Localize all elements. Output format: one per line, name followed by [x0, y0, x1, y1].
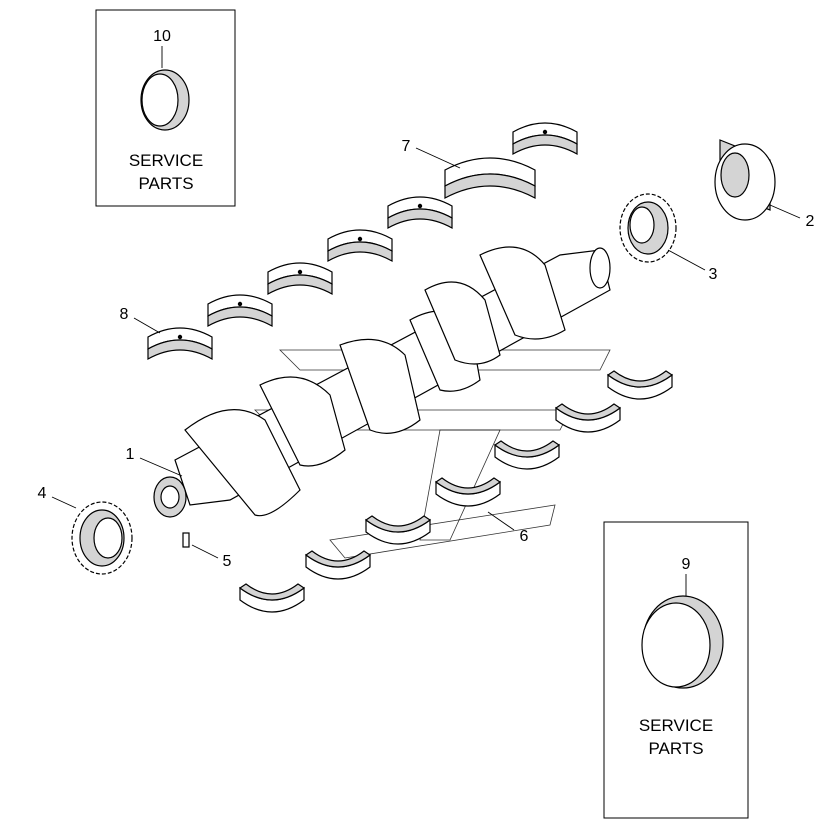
- parts-label: PARTS: [648, 739, 703, 758]
- callout-7: 7: [402, 138, 411, 155]
- callout-1: 1: [126, 446, 135, 463]
- rear-seal-ring: [714, 139, 776, 221]
- service-label: SERVICE: [639, 716, 713, 735]
- seal-ring-9: [641, 595, 724, 689]
- callout-6: 6: [520, 528, 529, 545]
- crankshaft: [153, 246, 611, 518]
- rear-gear: [619, 193, 677, 263]
- callouts: 7 2 3 8 1 4 5 6: [38, 138, 815, 570]
- callout-4: 4: [38, 485, 47, 502]
- service-parts-box-bottom: 9 SERVICE PARTS: [603, 521, 749, 819]
- service-parts-box-top: 10 SERVICE PARTS: [95, 9, 236, 207]
- service-label: SERVICE: [129, 151, 203, 170]
- parts-label: PARTS: [138, 174, 193, 193]
- seal-ring-10: [140, 69, 190, 131]
- callout-5: 5: [223, 553, 232, 570]
- callout-9: 9: [682, 556, 691, 573]
- dowel-pin: [182, 532, 190, 548]
- front-gear: [71, 501, 133, 575]
- upper-bearing-shells: [147, 122, 578, 360]
- callout-8: 8: [120, 306, 129, 323]
- callout-10: 10: [153, 28, 171, 45]
- callout-3: 3: [709, 266, 718, 283]
- callout-2: 2: [806, 213, 815, 230]
